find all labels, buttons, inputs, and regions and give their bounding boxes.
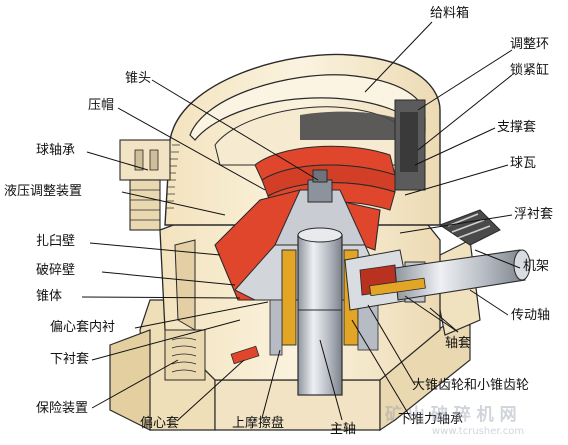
feed-box bbox=[300, 99, 426, 191]
main-shaft bbox=[297, 227, 343, 396]
label-bevel-gears: 大锥齿轮和小锥齿轮 bbox=[412, 378, 530, 393]
label-adjust-ring: 调整环 bbox=[510, 37, 550, 52]
label-support-sleeve: 支撑套 bbox=[497, 120, 537, 135]
label-hydraulic-adjust: 液压调整装置 bbox=[4, 184, 83, 199]
safety-device bbox=[164, 329, 206, 381]
bevel-gear-and-shaft bbox=[344, 209, 531, 311]
label-ball-tile: 球瓦 bbox=[510, 156, 537, 171]
label-lower-thrust-bearing: 下推力轴承 bbox=[398, 412, 464, 427]
label-main-shaft: 主轴 bbox=[330, 422, 357, 437]
label-safety-device: 保险装置 bbox=[36, 401, 89, 416]
hydraulic-adjust-device bbox=[119, 139, 171, 231]
label-lower-bush: 下衬套 bbox=[50, 352, 90, 367]
leader-lines bbox=[81, 21, 521, 421]
label-cap: 压帽 bbox=[88, 98, 115, 113]
label-transmission-shaft: 传动轴 bbox=[511, 308, 551, 323]
label-cone-head: 锥头 bbox=[125, 71, 152, 86]
label-bushing: 轴套 bbox=[445, 336, 472, 351]
label-floating-bush: 浮衬套 bbox=[514, 207, 554, 222]
label-upper-friction-disc: 上摩擦盘 bbox=[232, 416, 285, 431]
label-cone-body: 锥体 bbox=[36, 289, 63, 304]
label-eccentric-bush-inner: 偏心套内衬 bbox=[50, 320, 116, 335]
label-ball-bearing: 球轴承 bbox=[36, 143, 76, 158]
label-lock-cylinder: 锁紧缸 bbox=[510, 63, 550, 78]
label-mantle: 破碎壁 bbox=[36, 263, 76, 278]
label-feed-box: 给料箱 bbox=[430, 6, 470, 21]
label-frame: 机架 bbox=[523, 259, 550, 274]
watermark-en: www.tcrusher.com bbox=[432, 426, 525, 437]
watermark-cn: 矿 山 破 碎 机 网 bbox=[385, 405, 517, 425]
label-concave: 扎臼壁 bbox=[36, 234, 76, 249]
label-eccentric-sleeve: 偏心套 bbox=[140, 416, 180, 431]
